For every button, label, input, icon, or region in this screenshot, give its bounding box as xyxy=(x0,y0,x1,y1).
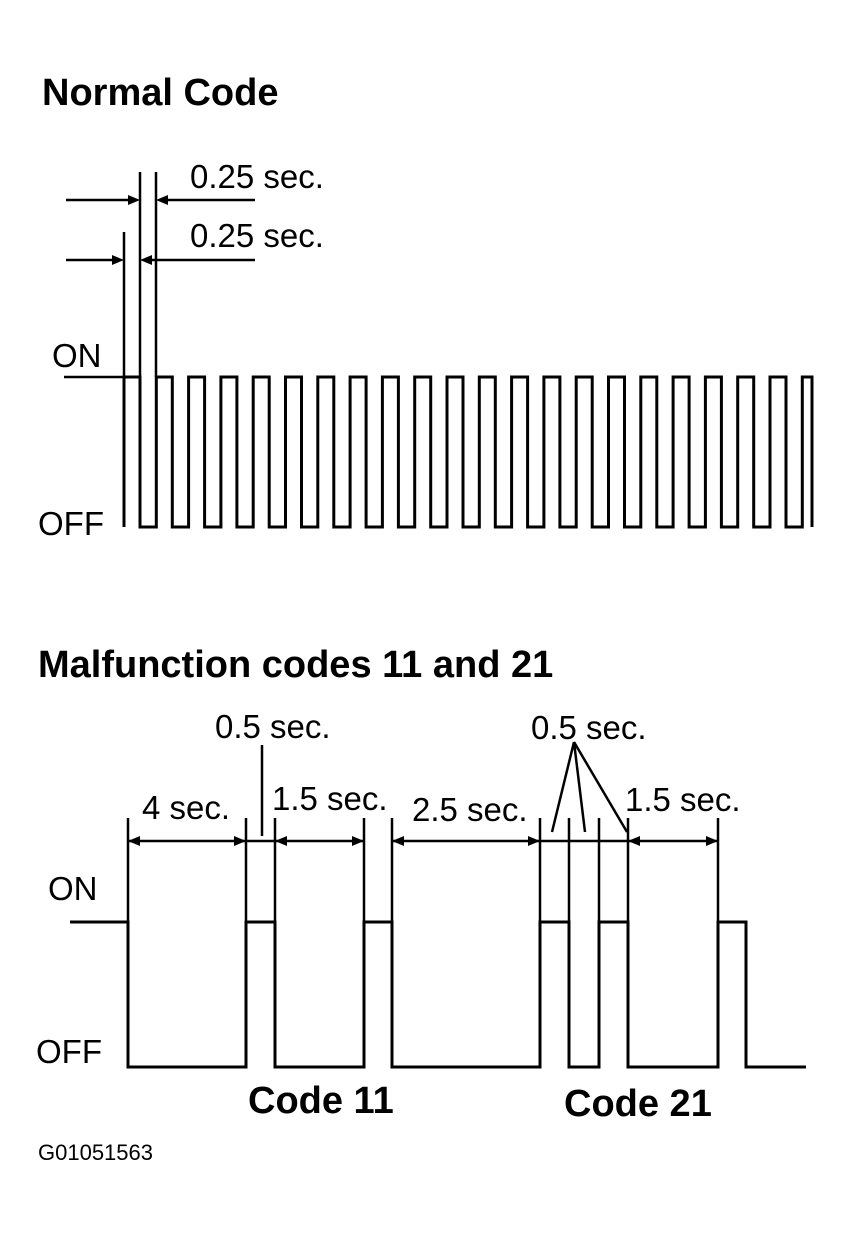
arrowhead xyxy=(352,836,364,846)
arrowhead xyxy=(140,255,152,265)
normal-code-title: Normal Code xyxy=(42,72,278,114)
malfunction-on-label: ON xyxy=(48,870,98,907)
arrowhead xyxy=(112,255,124,265)
normal-on-time-label: 0.25 sec. xyxy=(190,158,324,195)
normal-off-label: OFF xyxy=(38,505,104,542)
arrowhead xyxy=(156,195,168,205)
dim-label-25-sec: 2.5 sec. xyxy=(412,791,528,828)
arrowhead xyxy=(392,836,404,846)
arrowhead xyxy=(128,836,140,846)
malfunction-title: Malfunction codes 11 and 21 xyxy=(38,644,553,686)
arrowhead xyxy=(628,836,640,846)
figure-reference-number: G01051563 xyxy=(38,1140,153,1165)
dim-label-05-sec-a: 0.5 sec. xyxy=(215,708,331,745)
arrowhead xyxy=(706,836,718,846)
malfunction-off-label: OFF xyxy=(36,1033,102,1070)
arrowhead xyxy=(234,836,246,846)
normal-on-label: ON xyxy=(52,337,102,374)
dim-label-4-sec: 4 sec. xyxy=(142,789,230,826)
malf-05-fan-leader xyxy=(572,741,587,833)
code-11-label: Code 11 xyxy=(248,1080,394,1122)
dim-label-05-sec-b: 0.5 sec. xyxy=(531,709,647,746)
arrowhead xyxy=(275,836,287,846)
dim-label-15-sec-a: 1.5 sec. xyxy=(272,780,388,817)
malf-05-fan-leader xyxy=(550,741,576,833)
arrowhead xyxy=(128,195,140,205)
normal-off-time-label: 0.25 sec. xyxy=(190,217,324,254)
malfunction-waveform xyxy=(70,920,806,1069)
malf-05-fan-leader xyxy=(572,741,629,833)
normal-pulse-waveform xyxy=(122,375,814,529)
dim-label-15-sec-b: 1.5 sec. xyxy=(625,781,741,818)
code-21-label: Code 21 xyxy=(564,1083,712,1125)
arrowhead xyxy=(528,836,540,846)
